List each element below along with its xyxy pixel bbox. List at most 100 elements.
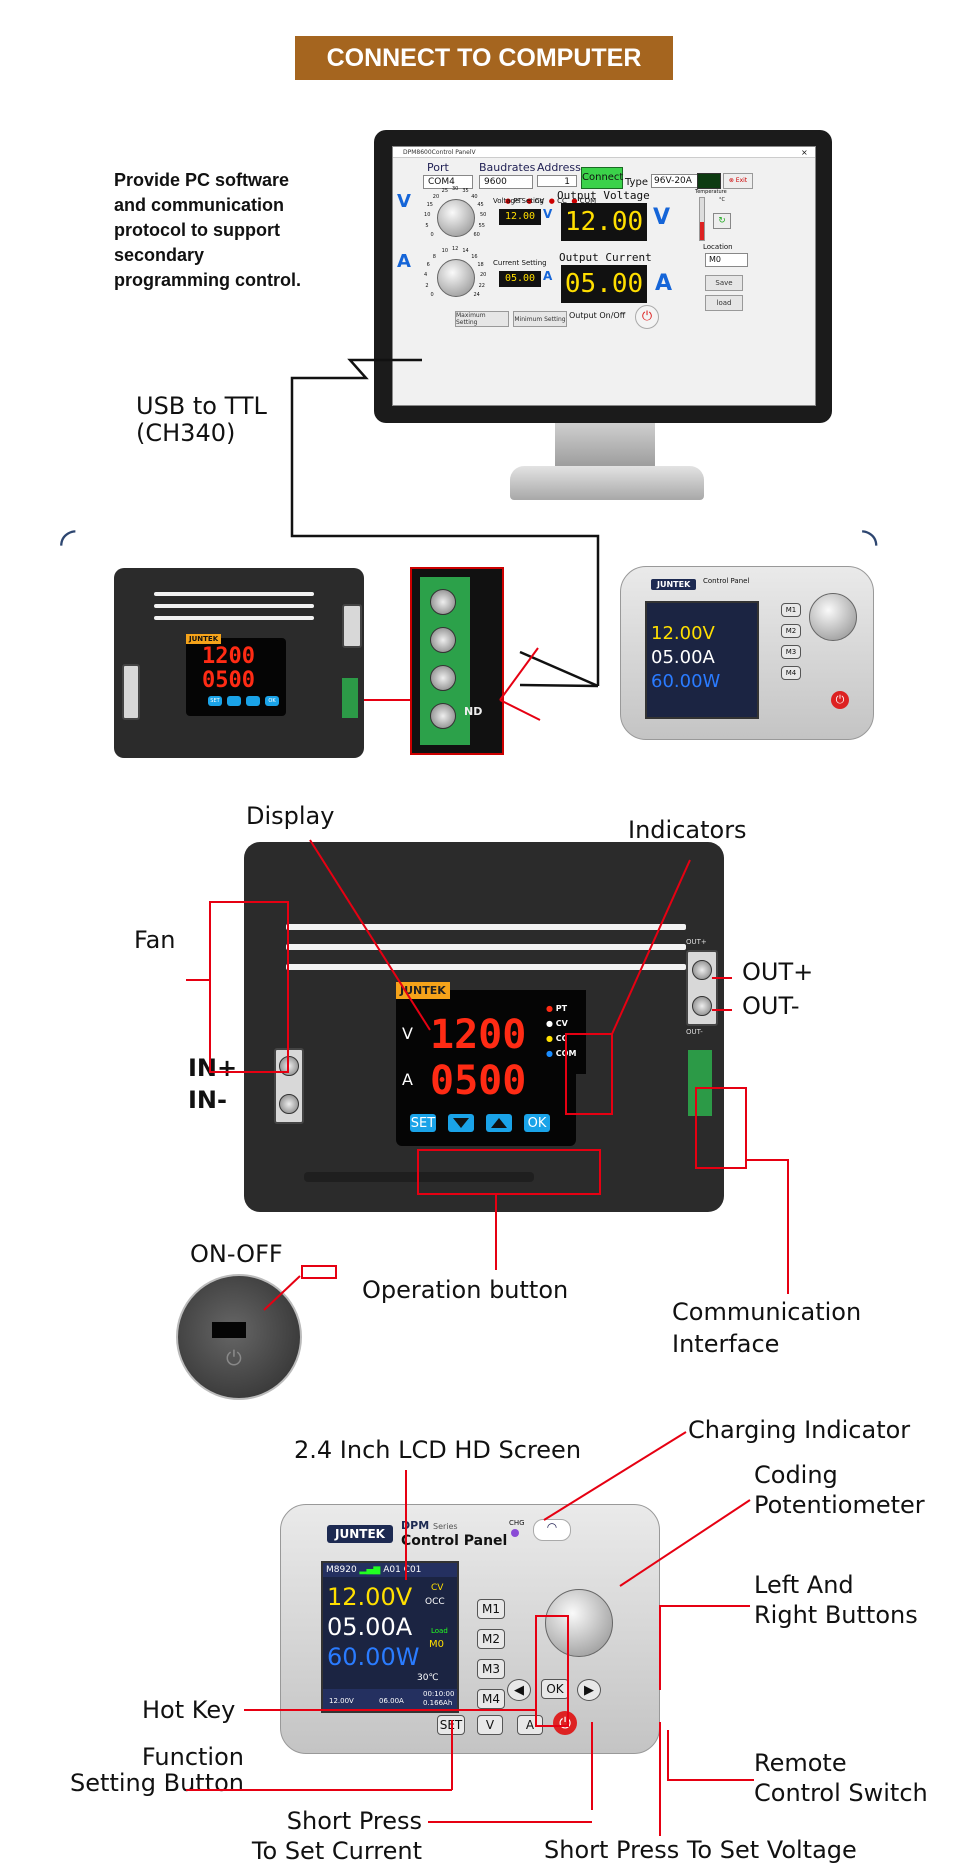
voltage-knob[interactable] xyxy=(437,199,475,237)
label-lcd: 2.4 Inch LCD HD Screen xyxy=(294,1436,582,1464)
dial-tick-label: 18 xyxy=(477,262,484,269)
a-unit-mark: A xyxy=(397,251,411,272)
max-setting-button[interactable]: Maximum Setting xyxy=(455,311,509,327)
small-m4-button[interactable]: M4 xyxy=(781,666,801,680)
location-select[interactable]: M0 xyxy=(705,253,748,267)
power-icon[interactable]: ⏻ xyxy=(635,305,659,329)
wifi-icon: ◠ xyxy=(533,1519,571,1541)
left-button[interactable]: ◀ xyxy=(507,1679,531,1701)
device-large: JUNTEK V A 1200 0500 ● PT ● CV ● CC ● CO… xyxy=(244,842,724,1212)
small-down-button[interactable] xyxy=(227,696,241,706)
dial-tick-label: 22 xyxy=(478,282,485,289)
panel-small-voltage: 12.00V xyxy=(651,623,715,644)
usb-label: USB to TTL (CH340) xyxy=(136,392,267,447)
ok-button[interactable]: OK xyxy=(541,1679,569,1699)
m3-button[interactable]: M3 xyxy=(477,1659,505,1679)
in-minus-screw xyxy=(279,1094,299,1114)
m2-button[interactable]: M2 xyxy=(477,1629,505,1649)
v-button[interactable]: V xyxy=(477,1715,503,1735)
device-small-brand: JUNTEK xyxy=(186,634,222,644)
pt-dot-large: ● xyxy=(546,1004,553,1013)
label-out-plus: OUT+ xyxy=(742,958,814,986)
m1-button[interactable]: M1 xyxy=(477,1599,505,1619)
device-a-label: A xyxy=(402,1070,413,1089)
dial-tick-label: 4 xyxy=(424,272,428,279)
small-m1-button[interactable]: M1 xyxy=(781,603,801,617)
out-plus-screw xyxy=(692,960,712,980)
small-input-terminal xyxy=(122,664,140,720)
load-button[interactable]: load xyxy=(705,295,743,311)
current-setting-field[interactable]: 05.00 xyxy=(499,271,541,287)
cc-dot: ● xyxy=(548,197,555,205)
out-minus-screw xyxy=(692,996,712,1016)
exit-button[interactable]: ⊗ Exit xyxy=(723,173,753,189)
exit-icon: ⊗ xyxy=(728,177,736,184)
save-button[interactable]: Save xyxy=(705,275,743,291)
a-button[interactable]: A xyxy=(517,1715,543,1735)
panel-small-knob[interactable] xyxy=(809,593,857,641)
switch-rocker[interactable] xyxy=(212,1322,246,1338)
address-input[interactable]: 1 xyxy=(537,175,577,187)
voltage-setting-field[interactable]: 12.00 xyxy=(499,209,541,225)
refresh-icon[interactable]: ↻ xyxy=(713,213,731,229)
lcd-cc: OCC xyxy=(425,1597,445,1607)
switch-inset: ⏻ xyxy=(176,1274,302,1400)
down-arrow-icon xyxy=(453,1118,469,1128)
output-current-display: 05.00 xyxy=(561,265,647,303)
panel-chg-label: CHG xyxy=(509,1519,525,1527)
v-unit-mark: V xyxy=(397,191,411,212)
m4-button[interactable]: M4 xyxy=(477,1689,505,1709)
connect-button[interactable]: Connect xyxy=(581,167,623,189)
set-button[interactable]: SET xyxy=(437,1715,465,1735)
dial-tick-label: 20 xyxy=(479,272,487,279)
panel-large-mkeys: M1 M2 M3 M4 xyxy=(477,1599,505,1709)
coding-potentiometer[interactable] xyxy=(545,1589,613,1657)
lcd-temp: 30℃ xyxy=(417,1673,439,1683)
device-large-brand: JUNTEK xyxy=(396,982,450,999)
wireless-icon-right: ◝ xyxy=(862,520,878,566)
small-power-button[interactable]: ⏻ xyxy=(831,691,849,709)
dial-tick-label: 15 xyxy=(426,202,433,209)
intro-text: Provide PC software and communication pr… xyxy=(114,170,302,290)
thermometer-fill xyxy=(700,222,704,240)
dial-tick-label: 16 xyxy=(471,253,478,260)
small-ok-button[interactable]: OK xyxy=(265,696,279,706)
large-up-button[interactable] xyxy=(486,1114,512,1132)
device-small-display: JUNTEK 1200 0500 SET OK xyxy=(186,634,286,716)
v-unit-small: V xyxy=(543,207,553,221)
label-remote: Remote Control Switch xyxy=(754,1749,928,1807)
dial-tick-label: 20 xyxy=(432,193,440,200)
indicator-row: ● PT ● CV ● CC ● COM xyxy=(505,197,597,205)
signal-icon: ▂▄▆ xyxy=(359,1565,381,1575)
min-setting-button[interactable]: Minimum Setting xyxy=(513,311,567,327)
dial-tick-label: 25 xyxy=(441,187,449,194)
current-knob[interactable] xyxy=(437,259,475,297)
panel-small-power: 60.00W xyxy=(651,671,721,692)
large-down-button[interactable] xyxy=(448,1114,474,1132)
terminal-screw-2 xyxy=(430,627,456,653)
close-icon[interactable]: × xyxy=(801,148,808,157)
panel-large-title: Control Panel xyxy=(401,1533,508,1549)
a-unit-big: A xyxy=(655,271,673,296)
output-terminal xyxy=(686,950,718,1026)
remote-power-switch[interactable]: ⏻ xyxy=(553,1711,577,1735)
terminal-mark: ND xyxy=(464,705,483,718)
device-large-grille xyxy=(286,924,686,970)
small-m2-button[interactable]: M2 xyxy=(781,624,801,638)
port-select[interactable]: COM4 xyxy=(423,175,473,189)
small-m3-button[interactable]: M3 xyxy=(781,645,801,659)
right-button[interactable]: ▶ xyxy=(577,1679,601,1701)
device-base xyxy=(304,1172,534,1182)
baud-select[interactable]: 9600 xyxy=(479,175,533,189)
panel-large-lcd: M8920 ▂▄▆ A01 C01 12.00V 05.00A 60.00W C… xyxy=(321,1561,459,1713)
type-field: 96V-20A xyxy=(651,174,699,188)
monitor-base xyxy=(510,466,704,500)
large-ok-button[interactable]: OK xyxy=(524,1114,550,1132)
device-small-voltage: 1200 xyxy=(202,644,255,669)
large-set-button[interactable]: SET xyxy=(410,1114,436,1132)
dial-tick-label: 0 xyxy=(430,231,434,238)
small-set-button[interactable]: SET xyxy=(208,696,222,706)
panel-large: JUNTEK DPM Series Control Panel CHG ◠ M8… xyxy=(280,1504,660,1754)
output-current-label: Output Current xyxy=(559,251,652,264)
small-up-button[interactable] xyxy=(246,696,260,706)
